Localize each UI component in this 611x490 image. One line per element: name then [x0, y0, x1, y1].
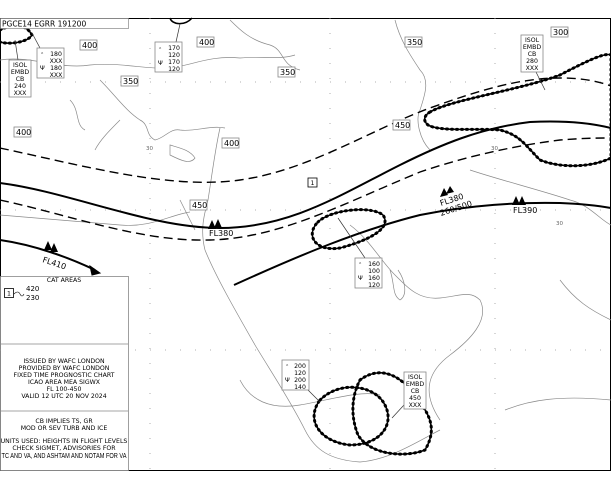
- icing-turb-box-d: ⌃ 200 120 Ψ 200 140: [281, 359, 321, 403]
- cat-areas-title: CAT AREAS: [47, 277, 81, 284]
- svg-text:CHECK SIGMET, ADVISORIES FOR: CHECK SIGMET, ADVISORIES FOR: [12, 445, 116, 452]
- svg-text:400: 400: [199, 38, 214, 47]
- tropopause-heights: 400 400 400 350 350 350 300 400 400 450 …: [13, 26, 569, 211]
- svg-text:170: 170: [168, 59, 180, 66]
- icing-icon: Ψ: [285, 377, 290, 384]
- svg-text:FL 100-450: FL 100-450: [47, 386, 82, 393]
- svg-text:180: 180: [50, 51, 62, 58]
- cb-label-northeast: ISOL EMBD CB 280 XXX: [520, 34, 546, 91]
- svg-text:VALID 12 UTC 20 NOV 2024: VALID 12 UTC 20 NOV 2024: [21, 393, 106, 400]
- svg-text:350: 350: [407, 38, 422, 47]
- svg-text:UNITS USED: HEIGHTS IN FLIGHT: UNITS USED: HEIGHTS IN FLIGHT LEVELS: [1, 438, 128, 445]
- svg-text:200: 200: [294, 377, 306, 384]
- coastlines: [0, 19, 611, 463]
- cb-label-northwest: ISOL EMBD CB 240 XXX: [8, 39, 32, 98]
- svg-text:CB: CB: [16, 76, 25, 83]
- cb-area-south: [312, 371, 433, 456]
- icing-icon: Ψ: [358, 275, 363, 282]
- svg-text:350: 350: [280, 68, 295, 77]
- svg-text:400: 400: [16, 128, 31, 137]
- jet-label: FL410: [41, 255, 67, 271]
- jet-stream-south: [233, 196, 611, 286]
- chart-id: PGCE14 EGRR 191200: [2, 20, 86, 29]
- svg-text:XXX: XXX: [526, 65, 539, 72]
- svg-text:MOD OR SEV TURB AND ICE: MOD OR SEV TURB AND ICE: [21, 425, 108, 432]
- svg-text:400: 400: [82, 41, 97, 50]
- svg-text:280: 280: [526, 58, 538, 65]
- turbulence-icon: ⌃: [40, 52, 44, 58]
- svg-text:CB: CB: [528, 51, 537, 58]
- chart-header: PGCE14 EGRR 191200: [0, 18, 129, 29]
- latitude-label: 30: [556, 221, 563, 227]
- svg-text:170: 170: [168, 45, 180, 52]
- icing-icon: Ψ: [40, 65, 45, 72]
- svg-text:1: 1: [311, 180, 315, 187]
- svg-text:160: 160: [368, 261, 380, 268]
- svg-text:ISOL: ISOL: [13, 62, 28, 69]
- legend-panel: CAT AREAS 1 420 230 ISSUED BY WAFC LONDO…: [0, 276, 129, 471]
- cb-area-northeast: [423, 52, 611, 168]
- svg-text:120: 120: [168, 66, 180, 73]
- svg-text:350: 350: [123, 77, 138, 86]
- svg-text:450: 450: [409, 395, 421, 402]
- svg-text:1: 1: [7, 291, 11, 298]
- svg-text:XXX: XXX: [50, 72, 63, 79]
- icing-turb-box-a: ⌃ 180 XXX Ψ 180 XXX: [31, 32, 65, 79]
- svg-text:200: 200: [294, 363, 306, 370]
- svg-text:ISSUED BY WAFC LONDON: ISSUED BY WAFC LONDON: [23, 358, 105, 365]
- svg-text:450: 450: [395, 121, 410, 130]
- svg-text:CB IMPLIES TS, GR: CB IMPLIES TS, GR: [35, 418, 93, 425]
- svg-text:120: 120: [368, 282, 380, 289]
- svg-text:EMBD: EMBD: [406, 381, 424, 388]
- svg-text:PROVIDED BY WAFC LONDON: PROVIDED BY WAFC LONDON: [19, 365, 110, 372]
- svg-text:140: 140: [294, 384, 306, 391]
- svg-text:ISOL: ISOL: [408, 374, 423, 381]
- latitude-label: 30: [146, 146, 153, 152]
- cat-base: 230: [26, 294, 39, 302]
- icing-turb-box-b: ⌃ 170 120 Ψ 170 120: [154, 23, 183, 73]
- svg-text:180: 180: [50, 65, 62, 72]
- icing-icon: Ψ: [158, 60, 163, 67]
- jet-stream-west: [0, 239, 102, 276]
- svg-text:ICAO AREA MEA SIGWX: ICAO AREA MEA SIGWX: [28, 379, 101, 386]
- turbulence-icon: ⌃: [285, 364, 289, 370]
- cat-top: 420: [26, 285, 39, 293]
- svg-text:XXX: XXX: [409, 402, 422, 409]
- svg-text:ISOL: ISOL: [525, 37, 540, 44]
- svg-text:100: 100: [368, 268, 380, 275]
- jet-stream-main: [0, 77, 611, 241]
- svg-text:240: 240: [14, 83, 26, 90]
- svg-text:160: 160: [368, 275, 380, 282]
- svg-text:120: 120: [168, 52, 180, 59]
- svg-text:120: 120: [294, 370, 306, 377]
- icing-turb-box-c: ⌃ 160 100 Ψ 160 120: [337, 217, 383, 289]
- svg-text:FIXED TIME PROGNOSTIC CHART: FIXED TIME PROGNOSTIC CHART: [14, 372, 115, 379]
- svg-text:EMBD: EMBD: [523, 44, 541, 51]
- cat-area-marker: 1: [307, 177, 318, 188]
- turbulence-area: [310, 208, 387, 251]
- legend-note-notam: TC AND VA, AND ASHTAM AND NOTAM FOR VA: [2, 453, 127, 460]
- cb-label-south: ISOL EMBD CB 450 XXX: [391, 371, 427, 419]
- turbulence-icon: ⌃: [158, 47, 162, 53]
- svg-text:300: 300: [553, 28, 568, 37]
- svg-text:CB: CB: [411, 388, 420, 395]
- jet-label: FL390: [513, 206, 537, 215]
- latitude-label: 30: [491, 146, 498, 152]
- turbulence-icon: ⌃: [358, 262, 362, 268]
- svg-text:450: 450: [192, 201, 207, 210]
- svg-text:XXX: XXX: [50, 58, 63, 65]
- svg-text:400: 400: [224, 139, 239, 148]
- jet-label: FL380: [209, 229, 233, 238]
- svg-text:EMBD: EMBD: [11, 69, 29, 76]
- svg-text:XXX: XXX: [14, 90, 27, 97]
